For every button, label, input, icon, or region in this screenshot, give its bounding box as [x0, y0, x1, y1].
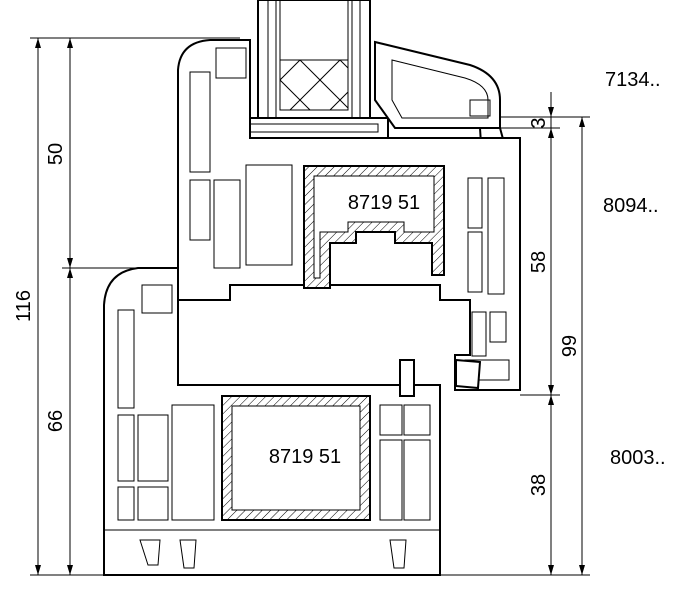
dim-right-total: 99: [559, 335, 581, 357]
upper-reinforcement-label: 8719 51: [348, 192, 420, 214]
dim-left-total: 116: [13, 290, 35, 322]
left-dimension-lines: [30, 37, 240, 576]
dim-left-lower: 66: [45, 410, 67, 432]
part-number-frame: 8003..: [610, 447, 666, 469]
part-number-glazing-bead: 7134..: [605, 69, 661, 91]
upper-steel-reinforcement: [303, 165, 445, 289]
glazing-unit: [237, 0, 389, 139]
dim-left-upper: 50: [45, 143, 67, 165]
dim-right-upper: 58: [528, 251, 550, 273]
lower-steel-reinforcement: [221, 395, 371, 521]
right-dimension-lines: [440, 92, 590, 576]
lower-reinforcement-label: 8719 51: [269, 446, 341, 468]
part-number-sash: 8094..: [603, 195, 659, 217]
dim-right-gap: 3: [528, 117, 550, 128]
dim-right-lower: 38: [528, 474, 550, 496]
